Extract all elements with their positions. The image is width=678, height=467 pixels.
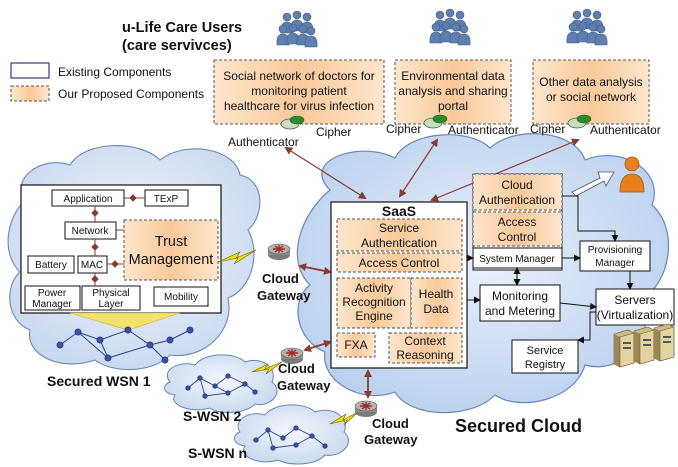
service-env-line2: analysis and sharing (398, 84, 507, 98)
trust-management-line2: Management (129, 252, 214, 268)
users-title-line2: (care servivces) (122, 38, 232, 54)
users-group-icon-2 (430, 9, 470, 45)
cipher-label-2: Cipher (386, 122, 421, 136)
legend-proposed-label: Our Proposed Components (58, 87, 204, 101)
secured-cloud-label: Secured Cloud (455, 416, 582, 436)
wsn-texp: TExP (154, 194, 179, 205)
wsn-mobility: Mobility (164, 292, 198, 303)
cloud-auth-line1: Cloud (501, 178, 532, 192)
context-reasoning-line2: Reasoning (396, 348, 453, 362)
wsn-power-line2: Manager (32, 299, 72, 310)
cloud-connectors (467, 195, 634, 344)
legend: Existing Components Our Proposed Compone… (10, 62, 204, 102)
legend-existing-swatch (10, 62, 50, 79)
gateway-saas-arrows (298, 263, 372, 399)
servers-line2: (Virtualization) (597, 308, 673, 322)
wsn-application: Application (64, 194, 113, 205)
context-reasoning-line1: Context (404, 334, 446, 348)
gateway2-line1: Cloud (278, 361, 315, 376)
service-other-line2: or social network (546, 90, 637, 104)
wsn2-cloud (164, 354, 278, 413)
gateway3-line1: Cloud (372, 416, 409, 431)
lightning-icon-1 (217, 249, 257, 265)
users-title-line1: u-Life Care Users (122, 20, 242, 36)
wsn1-label: Secured WSN 1 (47, 373, 151, 389)
access-control-line1: Access (498, 215, 537, 229)
wsn-battery: Battery (35, 260, 67, 271)
service-other-line1: Other data analysis (539, 75, 642, 89)
system-manager: System Manager (479, 254, 555, 265)
wsn-mac: MAC (81, 260, 103, 271)
gateway1-line1: Cloud (262, 271, 299, 286)
authenticator-label-1: Authenticator (228, 135, 299, 149)
service-auth-line1: Service (379, 221, 419, 235)
cipher-label-1: Cipher (316, 125, 351, 139)
cloud-management: Cloud Authentication Access Control Syst… (472, 173, 675, 374)
service-box-doctors: Social network of doctors for monitoring… (213, 59, 385, 125)
wsnn-label: S-WSN n (188, 445, 247, 461)
provisioning-line1: Provisioning (588, 245, 642, 256)
registry-line1: Service (527, 345, 564, 357)
wsn-physical-line1: Physical (92, 288, 129, 299)
users-group-icon-1 (277, 11, 317, 47)
gateway3-line2: Gateway (364, 432, 418, 447)
wsn2-label: S-WSN 2 (183, 408, 242, 424)
cipher-label-3: Cipher (530, 122, 565, 136)
wsn-node-stack: Application TExP Network Trust Managemen… (20, 184, 222, 314)
service-doctors-line3: healthcare for virus infection (224, 99, 374, 113)
lightning-icon-2 (251, 361, 283, 375)
admin-person-icon (619, 156, 645, 193)
service-auth-line2: Authentication (361, 236, 437, 250)
service-doctors-line2: monitoring patient (251, 84, 347, 98)
cloud-auth-line2: Authentication (479, 193, 555, 207)
health-data-line1: Health (419, 287, 454, 301)
gateway-router-icon-1 (267, 243, 291, 261)
health-data-line2: Data (423, 302, 449, 316)
service-doctors-line1: Social network of doctors for (223, 69, 374, 83)
wsn1-sensor-field (56, 312, 194, 364)
saas-block: SaaS Service Authentication Access Contr… (330, 201, 468, 369)
saas-access-control: Access Control (359, 256, 440, 270)
activity-recognition-line3: Engine (355, 309, 393, 323)
user-saas-arrows (284, 138, 580, 202)
gateway2-line2: Gateway (277, 378, 331, 393)
servers-line1: Servers (614, 293, 655, 307)
provisioning-line2: Manager (595, 258, 635, 269)
wsn-power-line1: Power (38, 288, 67, 299)
legend-proposed-swatch (10, 85, 50, 102)
authenticator-label-3: Authenticator (590, 123, 661, 137)
wsn-network: Network (72, 226, 110, 237)
service-box-other: Other data analysis or social network (532, 59, 650, 125)
gateway-router-icon-3 (354, 400, 378, 418)
service-env-line1: Environmental data (401, 69, 505, 83)
authenticator-label-2: Authenticator (448, 123, 519, 137)
activity-recognition-line1: Activity (355, 281, 393, 295)
monitoring-line2: and Metering (485, 304, 555, 318)
registry-line2: Registry (525, 359, 566, 371)
access-control-line2: Control (498, 230, 537, 244)
wsn-physical-line2: Layer (98, 299, 124, 310)
fxa: FXA (344, 338, 367, 352)
admin-access-arrow (571, 171, 615, 197)
monitoring-line1: Monitoring (492, 289, 548, 303)
gateway1-line2: Gateway (257, 288, 311, 303)
service-box-environmental: Environmental data analysis and sharing … (394, 59, 512, 125)
trust-management-line1: Trust (155, 234, 188, 250)
legend-existing-label: Existing Components (58, 65, 171, 79)
users-group-icon-3 (567, 9, 607, 45)
service-env-line3: portal (438, 99, 468, 113)
wsnn-cloud (234, 404, 349, 465)
activity-recognition-line2: Recognition (342, 295, 405, 309)
saas-title: SaaS (382, 203, 416, 219)
